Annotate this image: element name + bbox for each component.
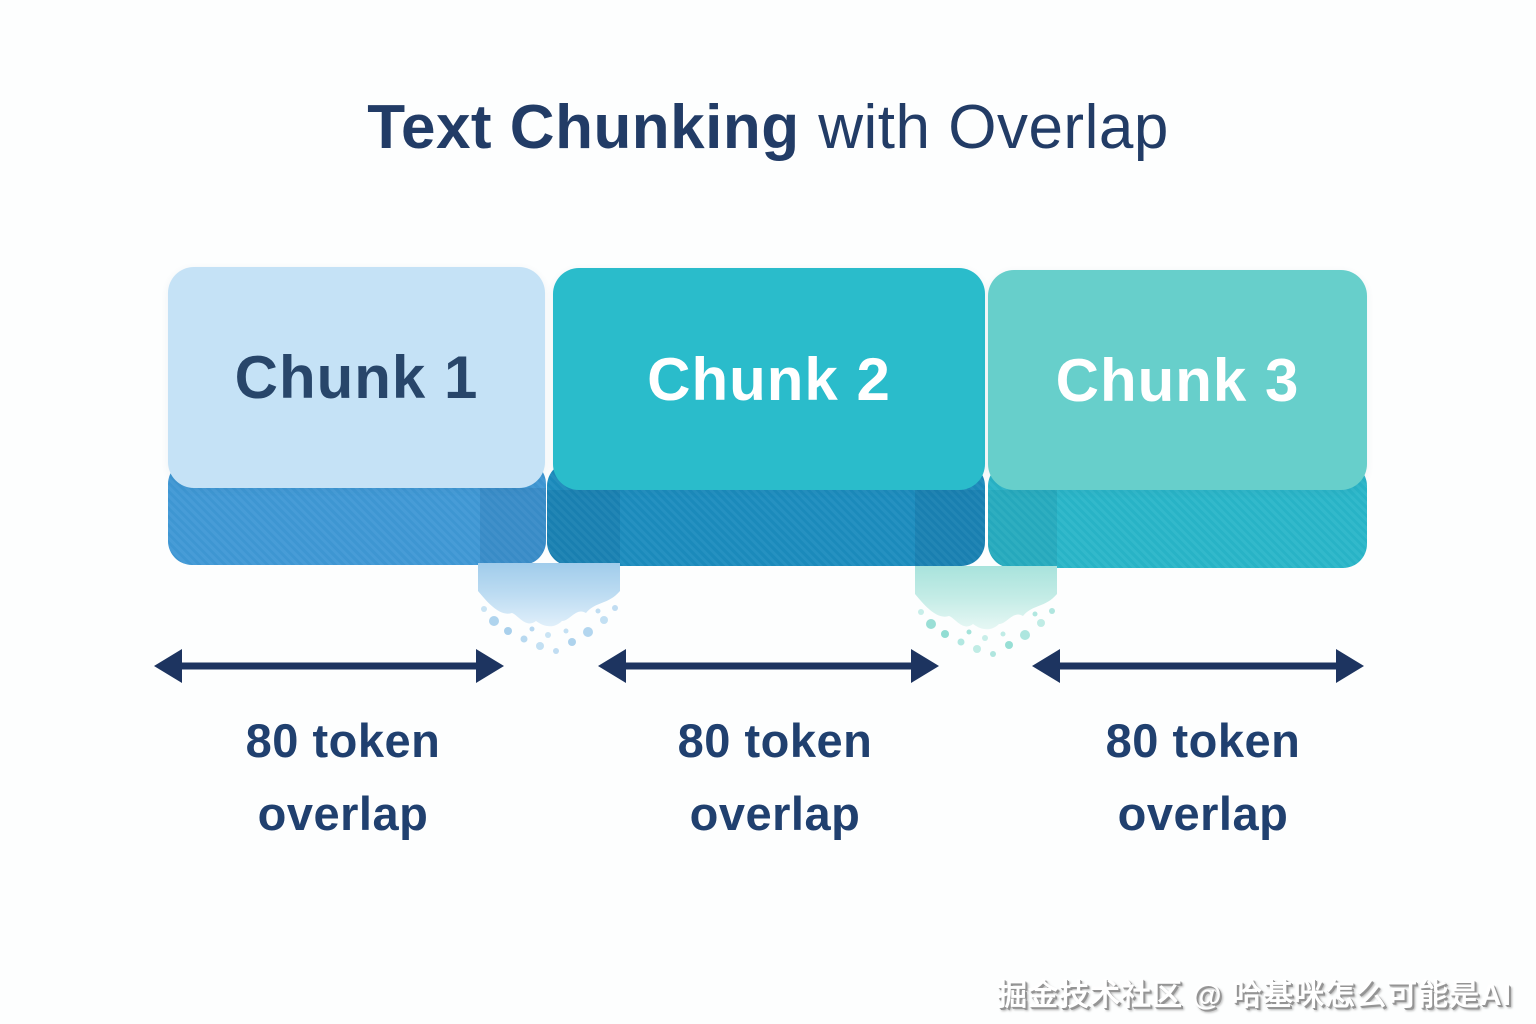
chunk-3-overlap-shade [988, 490, 1057, 568]
chunk-3-card: Chunk 3 [988, 270, 1367, 490]
overlap-arrow-2 [598, 649, 939, 683]
chunk-3-label: Chunk 3 [1055, 346, 1300, 414]
overlap-arrow-1 [154, 649, 504, 683]
chunk-2-card: Chunk 2 [553, 268, 985, 490]
chunk-2-label: Chunk 2 [647, 345, 891, 413]
overlap-dissolve-splatter-1 [478, 563, 620, 654]
title-regular-text: with Overlap [818, 93, 1169, 162]
overlap-label-3: 80 token overlap [1053, 704, 1353, 850]
overlap-label-2-line1: 80 token [677, 714, 873, 767]
overlap-dissolve-splatter-2 [915, 566, 1057, 657]
overlap-label-3-line2: overlap [1117, 787, 1289, 840]
chunk-1-label: Chunk 1 [234, 344, 479, 411]
chunk-1-overlap-shade [480, 488, 546, 565]
chunk-2-overlap-shade-left [547, 490, 620, 566]
page-title: Text Chunking with Overlap [0, 92, 1536, 163]
overlap-label-2: 80 token overlap [625, 704, 925, 850]
title-bold-text: Text Chunking [367, 93, 800, 162]
overlap-label-1-line1: 80 token [245, 714, 441, 767]
chunk-1-card: Chunk 1 [168, 267, 545, 488]
chunk-2-overlap-shade-right [915, 490, 985, 566]
overlap-label-1-line2: overlap [257, 787, 429, 840]
overlap-arrow-3 [1032, 649, 1364, 683]
overlap-label-3-line1: 80 token [1105, 714, 1301, 767]
overlap-label-2-line2: overlap [689, 787, 861, 840]
overlap-label-1: 80 token overlap [193, 704, 493, 850]
watermark-text: 掘金技术社区 @ 哈基咪怎么可能是AI [997, 979, 1512, 1012]
